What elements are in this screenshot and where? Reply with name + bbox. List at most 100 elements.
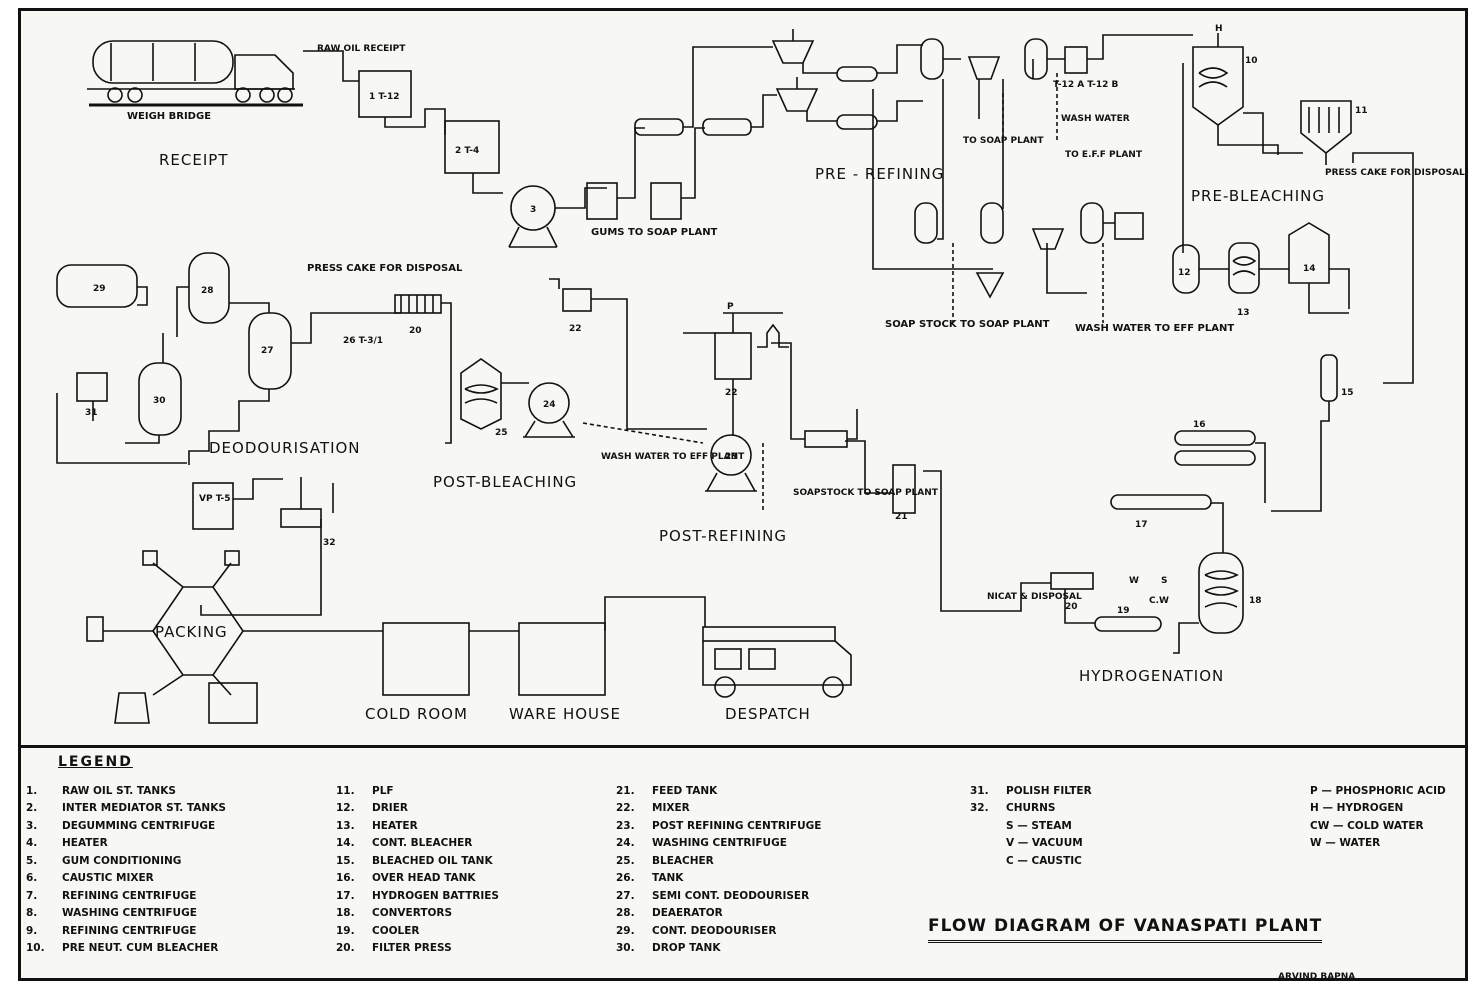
legend-item-text: BLEACHED OIL TANK [372,855,493,867]
legend-item: P — PHOSPHORIC ACID [1274,782,1446,800]
unit-21: 21 [895,512,908,522]
legend-item-text: DEGUMMING CENTRIFUGE [62,820,215,832]
legend-item-text: REFINING CENTRIFUGE [62,925,196,937]
legend-item-number: 8. [26,907,62,919]
legend-item-number: 27. [616,890,652,902]
pre-refining-label: PRE - REFINING [815,165,944,183]
to-eff-plant-label: TO E.F.F PLANT [1065,150,1143,160]
legend-item-text: S — STEAM [1006,820,1072,832]
legend-item-text: V — VACUUM [1006,837,1083,849]
legend-title: LEGEND [58,754,133,770]
unit-22a: 22 [569,324,582,334]
unit-25: 25 [495,428,508,438]
legend-item: 4.HEATER [26,835,226,853]
legend-item-number: 22. [616,802,652,814]
legend-item: 10.PRE NEUT. CUM BLEACHER [26,940,226,958]
soap-stock-label: SOAP STOCK TO SOAP PLANT [885,319,1050,330]
churn-mixer-32 [281,509,321,527]
ware-house-box [519,623,605,695]
soapstock-post-label: SOAPSTOCK TO SOAP PLANT [793,488,939,498]
legend-item-number: 20. [336,942,372,954]
legend-item-text: INTER MEDIATOR ST. TANKS [62,802,226,814]
legend-item: 5.GUM CONDITIONING [26,852,226,870]
unit-28: 28 [201,286,214,296]
legend-item-number: 19. [336,925,372,937]
legend-item-text: MIXER [652,802,690,814]
bleacher-25 [461,359,501,429]
legend-item: 15.BLEACHED OIL TANK [336,852,499,870]
caustic-mixer-6 [773,29,817,111]
despatch-truck [703,627,851,697]
degumming-centrifuge-3 [509,186,557,247]
legend-item: 12.DRIER [336,800,499,818]
legend-item-number: 23. [616,820,652,832]
legend-item: 11.PLF [336,782,499,800]
unit-32: 32 [323,538,336,548]
stream-w: W [1129,576,1139,586]
legend-item: 26.TANK [616,870,821,888]
legend-item-text: CONT. DEODOURISER [652,925,776,937]
unit-12: 12 [1178,268,1191,278]
legend-item-number: 7. [26,890,62,902]
pre-bleacher-10 [1193,33,1243,125]
stream-p: P [727,302,734,312]
legend-item-text: C — CAUSTIC [1006,855,1082,867]
cooler-19 [1095,617,1161,631]
vp-tank [193,483,233,529]
legend-item-text: BLEACHER [652,855,714,867]
legend-item: 19.COOLER [336,922,499,940]
legend-item-text: DRIER [372,802,408,814]
unit-29: 29 [93,284,106,294]
legend-item-number: 32. [970,802,1006,814]
unit-2: 2 T-4 [455,146,479,156]
packing-label: PACKING [155,623,228,641]
unit-13: 13 [1237,308,1250,318]
heater-pre-b [837,115,877,129]
legend-item-text: WASHING CENTRIFUGE [652,837,787,849]
legend-item-number: 21. [616,785,652,797]
post-bleaching-label: POST-BLEACHING [433,473,577,491]
unit-15: 15 [1341,388,1354,398]
raw-oil-receipt-label: RAW OIL RECEIPT [317,44,406,54]
legend-item: 31.POLISH FILTER [970,782,1092,800]
gum-conditioner-5b [651,183,681,219]
legend-item: 8.WASHING CENTRIFUGE [26,905,226,923]
filter-press-20-h [1051,573,1093,589]
heater-13 [1229,243,1259,293]
legend-item-number: 13. [336,820,372,832]
legend-item-text: FEED TANK [652,785,717,797]
legend-item: 32.CHURNS [970,800,1092,818]
legend-item-number: 28. [616,907,652,919]
legend-item-number: 29. [616,925,652,937]
legend-item-text: SEMI CONT. DEODOURISER [652,890,809,902]
deodourisation-label: DEODOURISATION [209,439,361,457]
to-soap-plant-label: TO SOAP PLANT [963,136,1044,146]
legend-item: C — CAUSTIC [970,852,1092,870]
legend-item-text: PLF [372,785,394,797]
legend-item: 9.REFINING CENTRIFUGE [26,922,226,940]
unit-10: 10 [1245,56,1258,66]
press-cake-left-label: PRESS CAKE FOR DISPOSAL [307,263,463,274]
legend-item: 21.FEED TANK [616,782,821,800]
legend-item-number: 24. [616,837,652,849]
unit-t12: T-12 A T-12 B [1053,80,1119,90]
legend-item-text: REFINING CENTRIFUGE [62,890,196,902]
legend-item-number: 11. [336,785,372,797]
legend-item: H — HYDROGEN [1274,800,1446,818]
legend-item-number: 9. [26,925,62,937]
legend-item-text: P — PHOSPHORIC ACID [1310,785,1446,797]
unit-23: 23 [725,452,738,462]
legend-item-text: TANK [652,872,683,884]
legend-item: 1.RAW OIL ST. TANKS [26,782,226,800]
legend-item-text: DROP TANK [652,942,720,954]
unit-17: 17 [1135,520,1148,530]
legend-item: CW — COLD WATER [1274,817,1446,835]
despatch-label: DESPATCH [725,705,811,723]
post-refining-label: POST-REFINING [659,527,787,545]
heater-4a [635,119,683,135]
legend-item-number: 15. [336,855,372,867]
legend-item-text: CAUSTIC MIXER [62,872,154,884]
